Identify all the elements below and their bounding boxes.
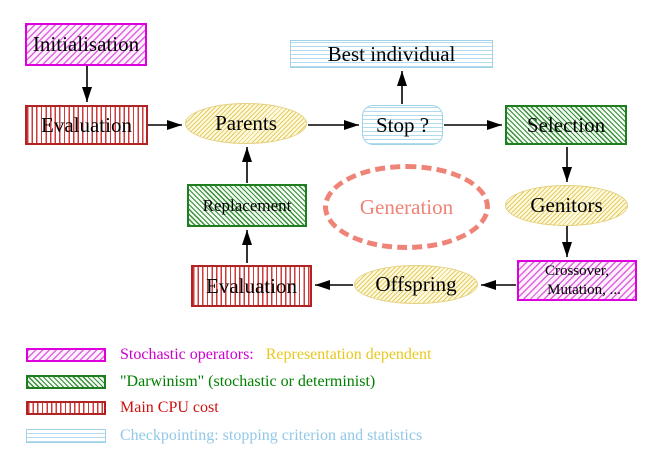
legend-swatch-darwinism (26, 375, 106, 389)
legend-row-stochastic: Stochastic operators: Representation dep… (26, 346, 431, 364)
legend-row-cpu: Main CPU cost (26, 399, 219, 417)
node-best-individual: Best individual (290, 40, 493, 68)
legend-label-representation: Representation dependent (265, 346, 432, 363)
legend-swatch-checkpointing (26, 429, 106, 443)
node-evaluation-bottom: Evaluation (191, 265, 312, 307)
legend-row-darwinism: "Darwinism" (stochastic or determinist) (26, 373, 375, 391)
node-initialisation: Initialisation (25, 23, 147, 66)
node-genitors: Genitors (505, 185, 628, 226)
node-replacement: Replacement (187, 184, 307, 227)
node-crossover-mutation: Crossover, Mutation, ... (517, 260, 637, 301)
crossover-line1: Crossover, (545, 262, 609, 279)
legend-swatch-cpu (26, 401, 106, 415)
legend-label-stochastic: Stochastic operators: (120, 346, 254, 363)
node-selection: Selection (505, 105, 627, 145)
generation-cycle-ellipse: Generation (323, 164, 490, 250)
node-offspring: Offspring (354, 265, 478, 304)
legend-label-checkpointing: Checkpointing: stopping criterion and st… (120, 427, 423, 444)
legend-swatch-stochastic (26, 348, 106, 362)
node-stop: Stop ? (362, 105, 443, 145)
crossover-line2: Mutation, ... (547, 281, 621, 298)
legend-label-cpu: Main CPU cost (120, 399, 219, 416)
legend-label-darwinism: "Darwinism" (stochastic or determinist) (120, 373, 376, 390)
node-evaluation-top: Evaluation (25, 105, 148, 145)
node-parents: Parents (185, 103, 307, 144)
legend-row-checkpointing: Checkpointing: stopping criterion and st… (26, 427, 422, 445)
